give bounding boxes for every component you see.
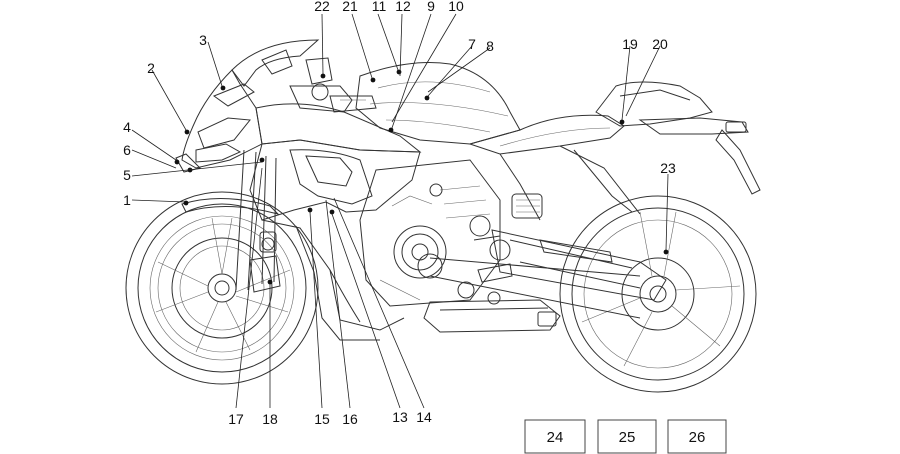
callout-12: 12	[395, 0, 411, 14]
callout-23: 23	[660, 160, 676, 176]
rear-subframe	[499, 145, 641, 221]
kit-box-25: 25	[597, 419, 657, 454]
callout-19: 19	[622, 36, 638, 52]
callout-9: 9	[427, 0, 435, 14]
callout-11: 11	[372, 0, 387, 14]
callout-6: 6	[123, 142, 131, 158]
callout-18: 18	[262, 411, 278, 427]
kit-boxes: 24 25 26	[524, 419, 727, 454]
kit-box-24: 24	[524, 419, 586, 454]
kit-box-26: 26	[667, 419, 727, 454]
callout-22: 22	[314, 0, 330, 14]
callout-20: 20	[652, 36, 668, 52]
front-brake	[157, 223, 287, 353]
callout-17: 17	[228, 411, 244, 427]
swingarm	[489, 229, 667, 301]
callout-1: 1	[123, 192, 131, 208]
callout-labels: 22 21 11 12 9 10 3 7 8 19 20 2 4 6 5 1 2…	[123, 0, 676, 427]
motorcycle-drawing	[125, 39, 761, 393]
callout-16: 16	[342, 411, 358, 427]
callout-8: 8	[486, 38, 494, 54]
rearsets	[473, 235, 513, 305]
front-wheel	[125, 191, 319, 385]
fuel-tank	[355, 62, 521, 145]
kit-box-label-24: 24	[547, 429, 564, 446]
callout-4: 4	[123, 119, 131, 135]
tail-section	[595, 81, 761, 195]
callout-7: 7	[468, 36, 476, 52]
callout-13: 13	[392, 409, 408, 425]
kit-box-label-26: 26	[689, 429, 706, 446]
callout-10: 10	[448, 0, 464, 14]
chain	[417, 253, 641, 319]
leader-lines	[131, 13, 669, 409]
callout-2: 2	[147, 60, 155, 76]
callout-15: 15	[314, 411, 330, 427]
engine	[359, 159, 501, 307]
windscreen	[231, 39, 320, 87]
fairing	[249, 103, 422, 341]
rear-wheel	[559, 195, 757, 393]
callout-5: 5	[123, 167, 131, 183]
nose-fairing	[175, 69, 263, 173]
exhaust	[423, 299, 561, 333]
callout-21: 21	[342, 0, 358, 14]
callout-3: 3	[199, 32, 207, 48]
seat	[468, 114, 625, 155]
front-fender	[181, 198, 280, 215]
kit-box-label-25: 25	[619, 429, 636, 446]
callout-14: 14	[416, 409, 432, 425]
